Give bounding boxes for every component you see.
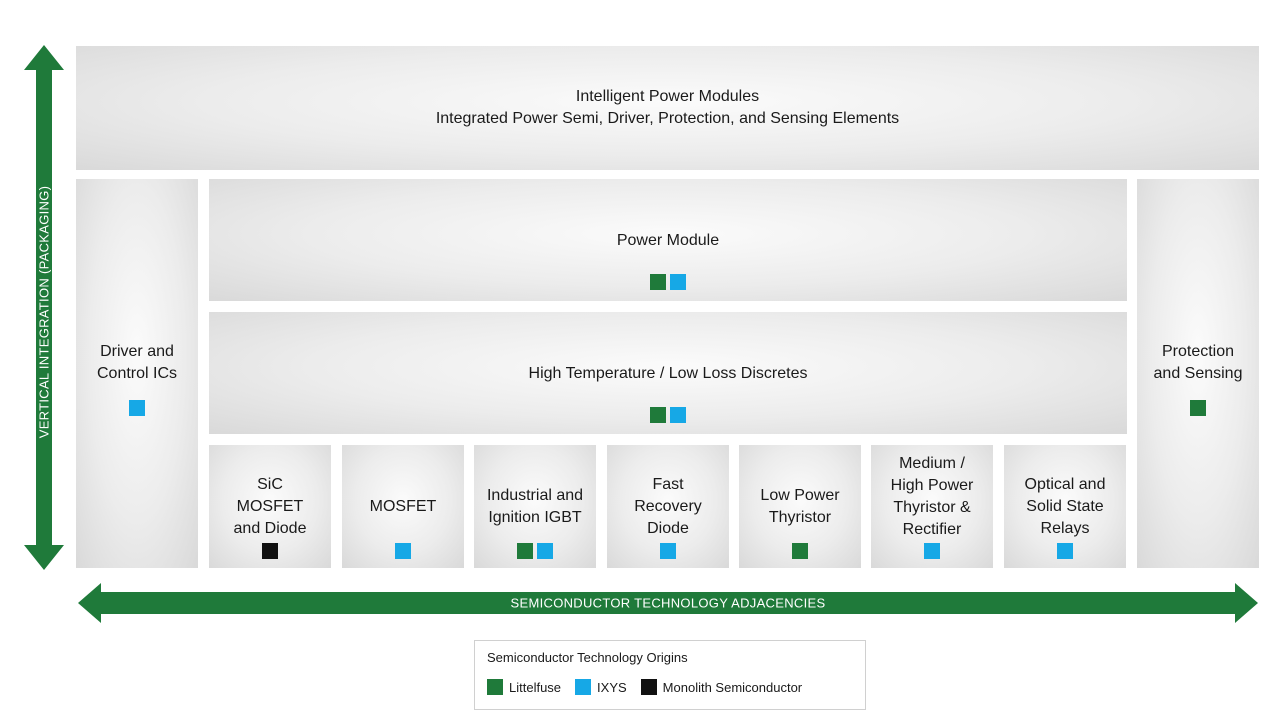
technology-adjacencies-arrow [78,583,1258,623]
product-label: Optical and Solid State Relays [1024,476,1106,537]
origin-markers [607,543,729,559]
littelfuse-origin-marker [792,543,808,559]
legend-item-littelfuse: Littelfuse [487,679,561,695]
origin-markers [739,543,861,559]
product-box-fast-recovery-diode: Fast Recovery Diode [607,445,729,568]
legend-item-label: Monolith Semiconductor [662,679,803,695]
product-label: MOSFET [369,498,437,515]
ixys-origin-marker [660,543,676,559]
product-label: Medium / High Power Thyristor & Rectifie… [890,455,974,538]
origin-markers [209,274,1127,290]
ixys-origin-marker [924,543,940,559]
product-label: Industrial and Ignition IGBT [486,487,584,526]
discretes-label: High Temperature / Low Loss Discretes [528,365,808,382]
legend-title: Semiconductor Technology Origins [487,650,688,665]
ixys-origin-marker [129,400,145,416]
product-label: Fast Recovery Diode [634,476,702,537]
ixys-origin-marker [670,274,686,290]
littelfuse-origin-marker [650,274,666,290]
ixys-swatch [575,679,592,695]
product-box-industrial-ignition-igbt: Industrial and Ignition IGBT [474,445,596,568]
legend-items: Littelfuse IXYS Monolith Semiconductor [487,679,816,695]
product-label: SiC MOSFET and Diode [233,476,307,537]
monolith-swatch [640,679,657,695]
discretes-box: High Temperature / Low Loss Discretes [209,312,1127,434]
monolith-origin-marker [262,543,278,559]
product-box-medium-high-power-thyristor-rectifier: Medium / High Power Thyristor & Rectifie… [871,445,993,568]
power-module-box: Power Module [209,179,1127,301]
ixys-origin-marker [1057,543,1073,559]
product-box-optical-solid-state-relays: Optical and Solid State Relays [1004,445,1126,568]
littelfuse-origin-marker [517,543,533,559]
origin-markers [209,407,1127,423]
driver-control-ics-label: Driver and Control ICs [96,343,178,382]
littelfuse-origin-marker [650,407,666,423]
driver-control-ics-column: Driver and Control ICs [76,179,198,568]
littelfuse-origin-marker [1190,400,1206,416]
product-box-low-power-thyristor: Low Power Thyristor [739,445,861,568]
littelfuse-swatch [487,679,503,695]
vertical-integration-arrow [24,45,64,570]
origin-markers [474,543,596,559]
top-band-title: Intelligent Power Modules [575,88,760,105]
legend-item-ixys: IXYS [575,679,627,695]
legend-item-label: IXYS [597,679,627,695]
legend-item-label: Littelfuse [509,679,562,695]
product-label: Low Power Thyristor [760,487,840,526]
ixys-origin-marker [395,543,411,559]
origin-markers [1004,543,1126,559]
origin-markers [1137,400,1259,416]
legend-item-monolith: Monolith Semiconductor [640,679,803,695]
product-box-sic-mosfet-diode: SiC MOSFET and Diode [209,445,331,568]
power-module-label: Power Module [616,232,720,249]
intelligent-power-modules-band: Intelligent Power Modules Integrated Pow… [76,46,1259,170]
technology-adjacencies-label: SEMICONDUCTOR TECHNOLOGY ADJACENCIES [510,595,826,611]
protection-sensing-label: Protection and Sensing [1153,343,1243,382]
origin-markers [76,400,198,416]
origin-markers [871,543,993,559]
protection-sensing-column: Protection and Sensing [1137,179,1259,568]
ixys-origin-marker [670,407,686,423]
vertical-integration-label: VERTICAL INTEGRATION (PACKAGING) [36,185,52,439]
product-box-mosfet: MOSFET [342,445,464,568]
legend: Semiconductor Technology Origins Littelf… [474,640,866,710]
top-band-subtitle: Integrated Power Semi, Driver, Protectio… [435,110,900,127]
origin-markers [209,543,331,559]
ixys-origin-marker [537,543,553,559]
origin-markers [342,543,464,559]
